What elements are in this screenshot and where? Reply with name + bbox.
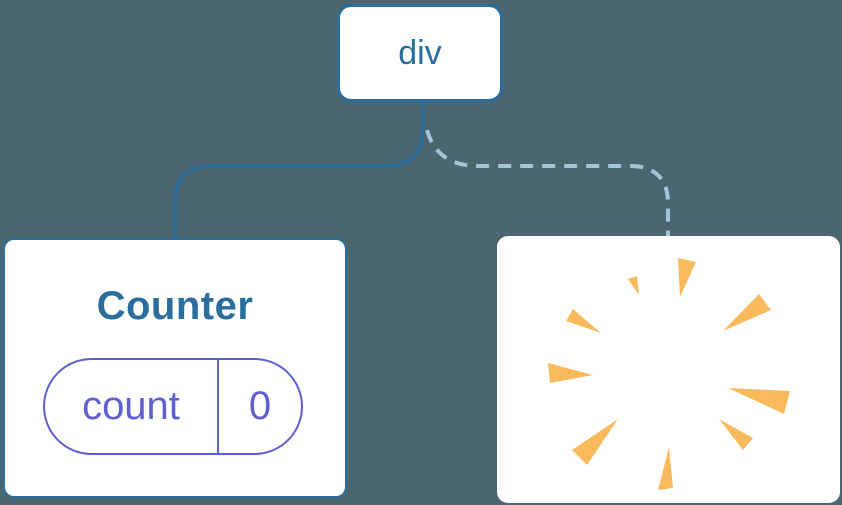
burst-ray — [572, 419, 618, 465]
burst-ray — [678, 258, 696, 297]
burst-ray — [658, 447, 673, 490]
edge-dashed-parent-to-removed — [425, 129, 670, 237]
node-removed — [497, 236, 840, 503]
burst-ray — [728, 388, 790, 414]
burst-ray — [723, 294, 771, 331]
state-pill: count 0 — [43, 358, 303, 455]
edge-solid-parent-to-counter — [173, 100, 425, 241]
counter-title: Counter — [96, 284, 254, 328]
state-value-cell: 0 — [248, 384, 272, 428]
node-counter: Counter count 0 — [3, 238, 347, 498]
node-div: div — [337, 4, 503, 102]
state-name-cell: count — [45, 360, 219, 453]
starburst-icon — [548, 258, 790, 490]
burst-ray — [628, 276, 639, 295]
node-div-label: div — [398, 33, 442, 72]
burst-ray — [566, 309, 601, 333]
burst-ray — [719, 419, 753, 450]
burst-ray — [548, 363, 593, 383]
